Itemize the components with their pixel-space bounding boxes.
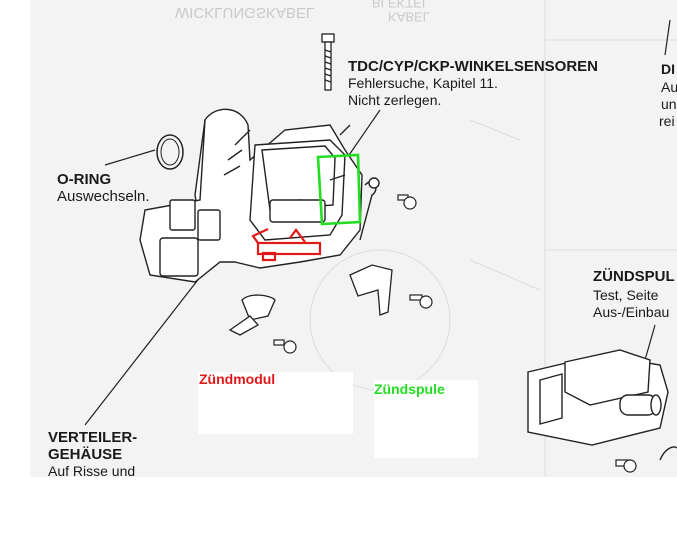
right-edge-line-1: Au	[661, 79, 677, 95]
right-edge-line-2: un	[661, 96, 677, 112]
ghost-text-3: KABEL	[388, 9, 430, 25]
sensor-note-1: Fehlersuche, Kapitel 11.	[348, 75, 498, 91]
coil-highlight	[316, 153, 362, 226]
sensor-note-2: Nicht zerlegen.	[348, 92, 442, 108]
module-box	[198, 372, 353, 434]
screw-icon	[273, 194, 637, 473]
coil-box	[374, 380, 478, 458]
right-edge-title: DI	[661, 61, 675, 77]
ignition-coil-icon	[527, 349, 677, 461]
left-margin	[0, 0, 30, 477]
sensor-title: TDC/CYP/CKP-WINKELSENSOREN	[348, 58, 599, 75]
coil-note-1: Test, Seite	[593, 287, 659, 303]
oring-title: O-RING	[57, 171, 112, 188]
bolt-icon	[321, 33, 335, 91]
oring-note: Auswechseln.	[57, 188, 150, 205]
housing-title-2: GEHÄUSE	[48, 446, 123, 463]
coil-note-2: Aus-/Einbau	[593, 304, 670, 320]
module-annotation: Zündmodul	[199, 371, 276, 387]
coil-annotation: Zündspule	[374, 381, 445, 397]
ghost-text-1: WICKLUNGSKABEL	[175, 3, 315, 21]
housing-note: Auf Risse und	[48, 464, 136, 477]
o-ring-icon	[156, 134, 184, 170]
right-edge-line-3: rei	[659, 113, 675, 129]
coil-title: ZÜNDSPUL	[593, 268, 675, 285]
ghost-text-2: BLEKTEL	[372, 0, 430, 11]
housing-title-1: VERTEILER-	[48, 429, 138, 446]
module-highlight	[251, 228, 322, 262]
bracket-icon	[228, 264, 393, 336]
bottom-margin	[0, 477, 677, 537]
